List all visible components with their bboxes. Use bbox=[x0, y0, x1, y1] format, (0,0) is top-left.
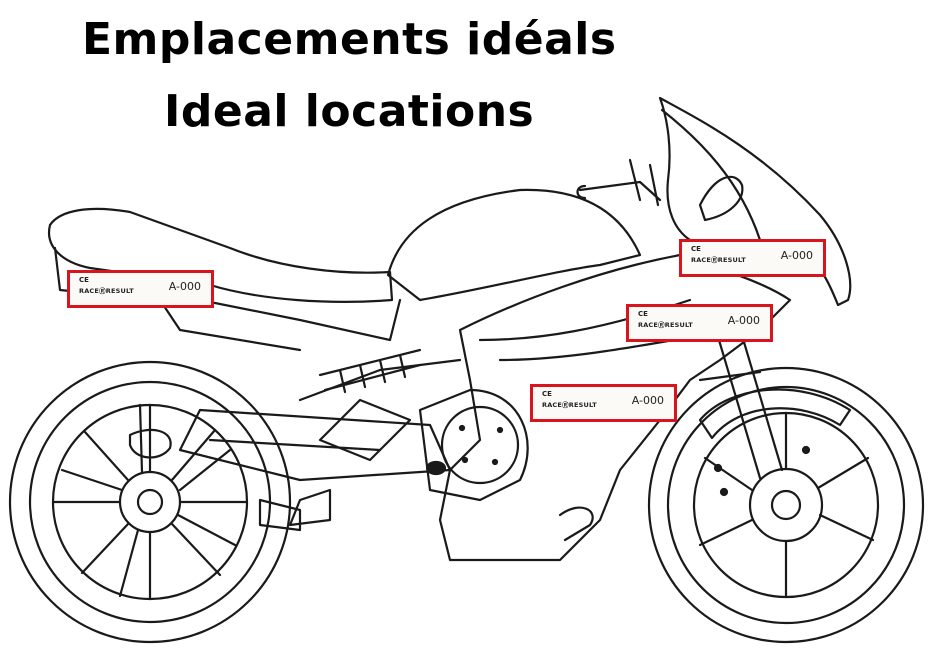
timing-tag-nose: CE RACEⓇRESULT A-000 bbox=[679, 239, 826, 277]
ce-mark: CE bbox=[542, 390, 552, 398]
ce-mark: CE bbox=[691, 245, 701, 253]
title-french: Emplacements idéals bbox=[82, 14, 617, 65]
tag-number: A-000 bbox=[631, 394, 664, 407]
rear-wheel bbox=[8, 360, 292, 644]
brand-label: RACEⓇRESULT bbox=[542, 401, 597, 409]
brand-label: RACEⓇRESULT bbox=[638, 321, 693, 329]
tag-number: A-000 bbox=[168, 280, 201, 293]
brand-label: RACEⓇRESULT bbox=[691, 256, 746, 264]
title-english: Ideal locations bbox=[164, 86, 535, 137]
timing-tag-rear: CE RACEⓇRESULT A-000 bbox=[67, 270, 214, 308]
front-wheel bbox=[647, 366, 925, 644]
timing-tag-fairing-upper: CE RACEⓇRESULT A-000 bbox=[626, 304, 773, 342]
tag-number: A-000 bbox=[780, 249, 813, 262]
timing-tag-fairing-lower: CE RACEⓇRESULT A-000 bbox=[530, 384, 677, 422]
ce-mark: CE bbox=[79, 276, 89, 284]
brand-label: RACEⓇRESULT bbox=[79, 287, 134, 295]
ce-mark: CE bbox=[638, 310, 648, 318]
tag-number: A-000 bbox=[727, 314, 760, 327]
